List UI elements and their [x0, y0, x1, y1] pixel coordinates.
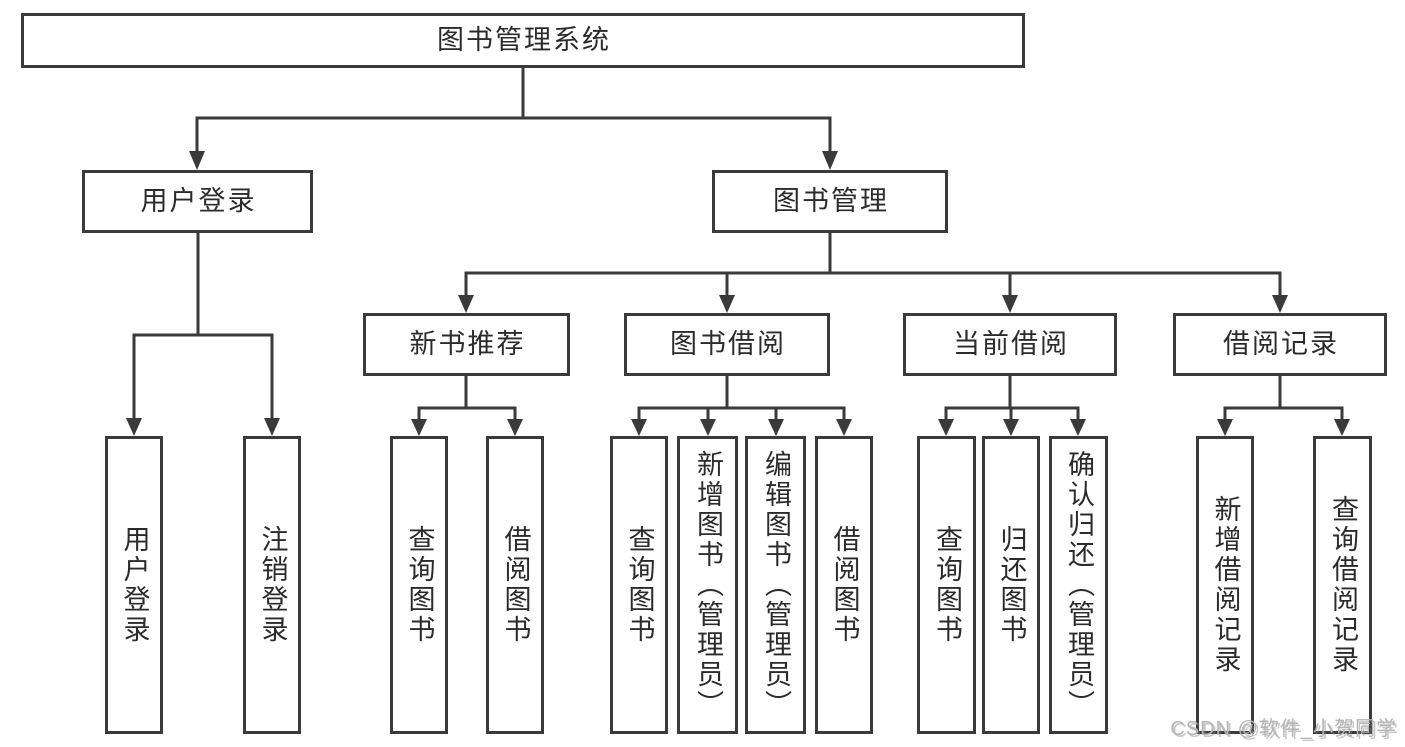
node-label: 查询图书	[932, 525, 962, 645]
node-book-management-system: 图书管理系统	[21, 13, 1025, 68]
node-label: 确认归还（管理员）	[1064, 450, 1094, 720]
node-label: 图书管理系统	[437, 25, 611, 55]
node-label: 查询图书	[404, 525, 435, 645]
node-label: 归还图书	[996, 525, 1027, 645]
leaf-query-books: 查询图书	[917, 436, 976, 734]
node-label: 查询借阅记录	[1328, 495, 1358, 675]
csdn-watermark: CSDN @软件_小贺同学	[1170, 718, 1397, 740]
leaf-confirm-return-admin: 确认归还（管理员）	[1049, 436, 1108, 734]
node-label: 新增图书（管理员）	[693, 450, 723, 720]
node-current-borrowing: 当前借阅	[903, 313, 1117, 376]
leaf-query-books: 查询图书	[610, 436, 668, 734]
leaf-borrow-books: 借阅图书	[486, 436, 544, 734]
node-label: 新增借阅记录	[1210, 495, 1241, 675]
leaf-return-book: 归还图书	[982, 436, 1040, 734]
node-label: 借阅记录	[1223, 329, 1339, 359]
node-borrowing-records: 借阅记录	[1173, 313, 1387, 376]
node-label: 图书管理	[773, 186, 889, 216]
node-label: 查询图书	[624, 525, 655, 645]
node-book-management: 图书管理	[712, 170, 948, 233]
node-label: 当前借阅	[953, 329, 1069, 359]
node-new-book-recommendation: 新书推荐	[363, 313, 570, 376]
leaf-query-borrow-record: 查询借阅记录	[1313, 436, 1372, 734]
node-label: 借阅图书	[500, 525, 531, 645]
node-user-login: 用户登录	[82, 170, 313, 233]
leaf-borrow-books: 借阅图书	[815, 436, 873, 734]
node-book-borrowing: 图书借阅	[624, 313, 830, 376]
leaf-logout: 注销登录	[243, 436, 301, 734]
node-label: 借阅图书	[829, 525, 860, 645]
leaf-add-book-admin: 新增图书（管理员）	[677, 436, 738, 734]
node-label: 新书推荐	[409, 329, 526, 359]
node-label: 用户登录	[119, 525, 150, 645]
leaf-add-borrow-record: 新增借阅记录	[1196, 436, 1254, 734]
leaf-edit-book-admin: 编辑图书（管理员）	[745, 436, 806, 734]
leaf-user-login: 用户登录	[105, 436, 163, 734]
node-label: 注销登录	[257, 525, 288, 645]
leaf-query-books: 查询图书	[390, 436, 448, 734]
node-label: 编辑图书（管理员）	[761, 450, 791, 720]
node-label: 用户登录	[140, 186, 257, 216]
node-label: 图书借阅	[670, 329, 786, 359]
